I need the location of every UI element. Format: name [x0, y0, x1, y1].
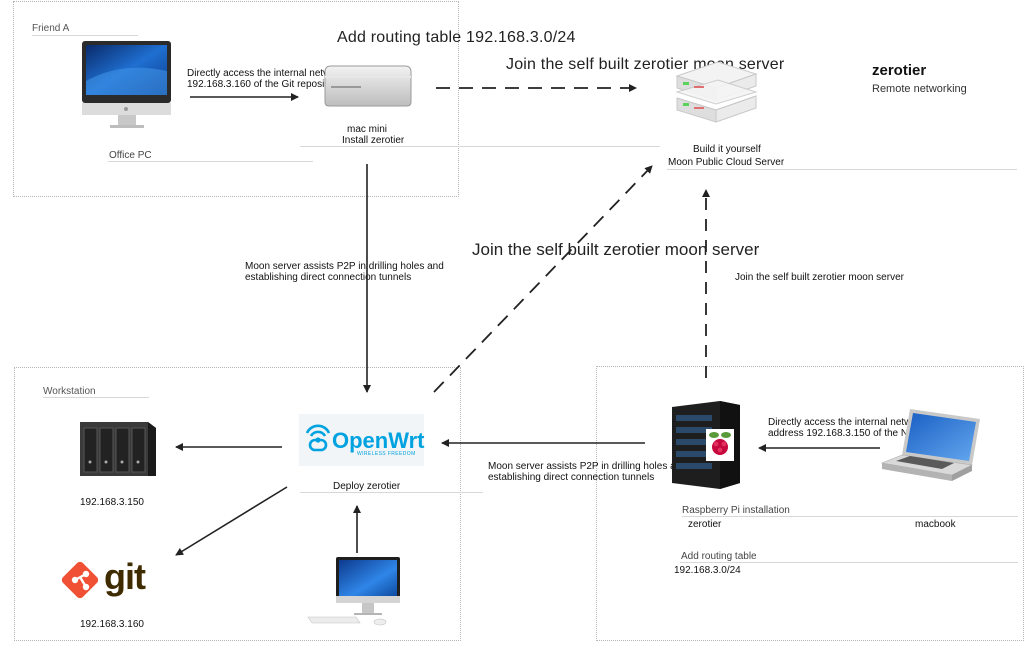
- routing-ip-label: 192.168.3.0/24: [674, 565, 741, 576]
- git-logo-icon: git: [60, 556, 160, 602]
- p2p-left-label-2: establishing direct connection tunnels: [245, 272, 412, 283]
- add-routing-label: Add routing table: [681, 551, 757, 562]
- arrow-openwrt-to-moon: [433, 165, 653, 393]
- openwrt-logo-icon: OpenWrt WIRELESS FREEDOM: [299, 414, 424, 466]
- divider: [300, 492, 483, 493]
- openwrt-subtitle: WIRELESS FREEDOM: [357, 451, 416, 457]
- divider: [667, 169, 1017, 170]
- direct-access-label-2: 192.168.3.160 of the Git repository: [187, 79, 341, 90]
- mac-mini-label: mac mini: [347, 124, 388, 135]
- git-ip-label: 192.168.3.160: [80, 619, 144, 630]
- p2p-right-label-1: Moon server assists P2P in drilling hole…: [488, 461, 687, 472]
- mac-mini-icon: [324, 65, 412, 107]
- region-workstation: [14, 367, 461, 641]
- divider: [108, 161, 313, 162]
- nas-access-label-1: Directly access the internal network: [768, 417, 926, 428]
- divider: [300, 146, 660, 147]
- imac-icon: [82, 41, 171, 128]
- routing-title: Add routing table 192.168.3.0/24: [337, 29, 576, 46]
- brand-subtitle: Remote networking: [872, 83, 967, 95]
- p2p-left-label-1: Moon server assists P2P in drilling hole…: [245, 261, 444, 272]
- office-pc-label: Office PC: [109, 150, 152, 161]
- deploy-zerotier-label: Deploy zerotier: [333, 481, 401, 492]
- divider: [43, 397, 149, 398]
- divider: [682, 516, 1018, 517]
- openwrt-text: OpenWrt: [332, 428, 425, 453]
- nas-ip-label: 192.168.3.150: [80, 497, 144, 508]
- raspberry-server-icon: [672, 401, 740, 489]
- divider: [32, 35, 138, 36]
- arrow-openwrt-to-git: [175, 486, 288, 556]
- join-right-small-label: Join the self built zerotier moon server: [735, 272, 904, 283]
- region-label-friend-a: Friend A: [32, 23, 70, 34]
- region-label-workstation: Workstation: [43, 386, 96, 397]
- rpi-install-label: Raspberry Pi installation: [682, 505, 790, 516]
- macbook-icon: [880, 409, 980, 481]
- divider: [680, 562, 1018, 563]
- server-rack-icon: [675, 61, 758, 123]
- nas-access-label-2: address 192.168.3.150 of the NAS: [768, 428, 922, 439]
- p2p-right-label-2: establishing direct connection tunnels: [488, 472, 655, 483]
- moon-cloud-label: Moon Public Cloud Server: [668, 157, 785, 168]
- git-text: git: [104, 556, 146, 597]
- region-friend-a: [13, 1, 459, 197]
- desktop-imac-icon: [307, 557, 400, 626]
- build-it-label: Build it yourself: [693, 144, 761, 155]
- join-mid-label: Join the self built zerotier moon server: [472, 240, 760, 259]
- nas-icon: [80, 422, 156, 476]
- install-zerotier-label: Install zerotier: [342, 135, 405, 146]
- macbook-label: macbook: [915, 519, 956, 530]
- direct-access-label-1: Directly access the internal network add…: [187, 68, 383, 79]
- brand-zerotier: zerotier: [872, 62, 927, 79]
- rpi-zerotier-label: zerotier: [688, 519, 722, 530]
